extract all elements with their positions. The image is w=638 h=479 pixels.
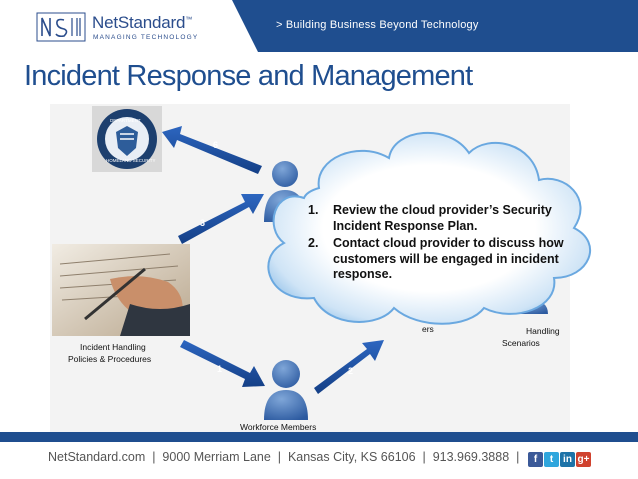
step-number: 1. bbox=[308, 203, 319, 217]
arrow-3-label: 3 bbox=[200, 218, 205, 228]
netstandard-logo-icon bbox=[36, 12, 86, 42]
footer-contact: NetStandard.com | 9000 Merriam Lane | Ka… bbox=[48, 450, 520, 464]
cloud-callout bbox=[267, 132, 592, 325]
arrow-1-label: 1 bbox=[217, 364, 222, 374]
twitter-icon[interactable]: t bbox=[544, 452, 559, 467]
arrow-2-label: 2 bbox=[348, 366, 353, 376]
step-text-line: Contact cloud provider to discuss how bbox=[333, 236, 564, 250]
scenarios-label-line2: Scenarios bbox=[502, 338, 540, 348]
arrow-1 bbox=[180, 340, 265, 387]
step-text-line: response. bbox=[333, 267, 393, 281]
policies-label-line2: Policies & Procedures bbox=[68, 354, 151, 364]
arrow-6-label: 6 bbox=[213, 140, 218, 150]
cloud-steps-list: 1. Review the cloud provider’s Security … bbox=[308, 203, 598, 285]
arrow-2 bbox=[314, 340, 384, 394]
step-text-line: Incident Response Plan. bbox=[333, 218, 478, 233]
brand-name: NetStandard™ bbox=[92, 13, 193, 32]
brand-subtitle: MANAGING TECHNOLOGY bbox=[93, 34, 199, 41]
seal-text-bottom: HOMELAND SECURITY bbox=[106, 158, 156, 163]
logo-panel: NetStandard™ MANAGING TECHNOLOGY bbox=[0, 0, 258, 52]
step-text-line: customers will be engaged in incident bbox=[333, 251, 559, 266]
policies-label-line1: Incident Handling bbox=[80, 342, 146, 352]
linkedin-icon[interactable]: in bbox=[560, 452, 575, 467]
step-text-line: Review the cloud provider’s Security bbox=[333, 203, 552, 217]
step-item-2: 2. Contact cloud provider to discuss how… bbox=[308, 236, 598, 283]
slide-title: Incident Response and Management bbox=[24, 60, 473, 92]
seal-text-top: DEPARTMENT bbox=[110, 118, 141, 123]
managers-label-partial: ers bbox=[422, 324, 434, 334]
step-item-1: 1. Review the cloud provider’s Security … bbox=[308, 203, 598, 234]
dhs-seal-icon bbox=[92, 106, 162, 172]
arrow-6 bbox=[162, 126, 262, 174]
footer-bar bbox=[0, 432, 638, 442]
arrow-3 bbox=[178, 194, 264, 244]
step-number: 2. bbox=[308, 236, 319, 250]
scenarios-label-line1: Handling bbox=[526, 326, 560, 336]
signing-document-image bbox=[52, 244, 190, 336]
workforce-label: Workforce Members bbox=[240, 422, 316, 432]
facebook-icon[interactable]: f bbox=[528, 452, 543, 467]
person-workforce-icon bbox=[264, 360, 308, 420]
google-plus-icon[interactable]: g+ bbox=[576, 452, 591, 467]
tagline: > Building Business Beyond Technology bbox=[276, 19, 479, 31]
header-bar: NetStandard™ MANAGING TECHNOLOGY > Build… bbox=[0, 0, 638, 52]
